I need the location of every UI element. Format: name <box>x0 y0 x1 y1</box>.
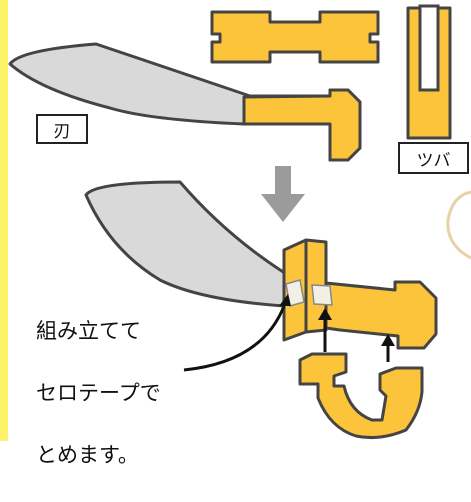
down-arrow-icon <box>261 166 305 222</box>
up-arrow-icon <box>381 334 395 362</box>
pointer-arrow <box>183 294 291 372</box>
instruction-line-1: 組み立てて <box>36 319 141 343</box>
assembled-sword <box>84 180 438 439</box>
guard-part-horizontal <box>210 10 380 64</box>
instruction-line-2: セロテープで <box>36 381 161 405</box>
blade-part <box>8 42 362 162</box>
blade-label: 刃 <box>36 114 88 144</box>
instruction-line-3: とめます。 <box>36 443 139 467</box>
decorative-ring <box>446 190 471 260</box>
assembly-instruction: 組み立てて セロテープで とめます。 <box>36 285 161 502</box>
guard-label: ツバ <box>398 142 469 174</box>
up-arrow-icon <box>318 308 332 352</box>
page-edge-strip <box>0 0 8 441</box>
craft-diagram <box>8 4 471 439</box>
guard-part-vertical <box>406 4 452 140</box>
